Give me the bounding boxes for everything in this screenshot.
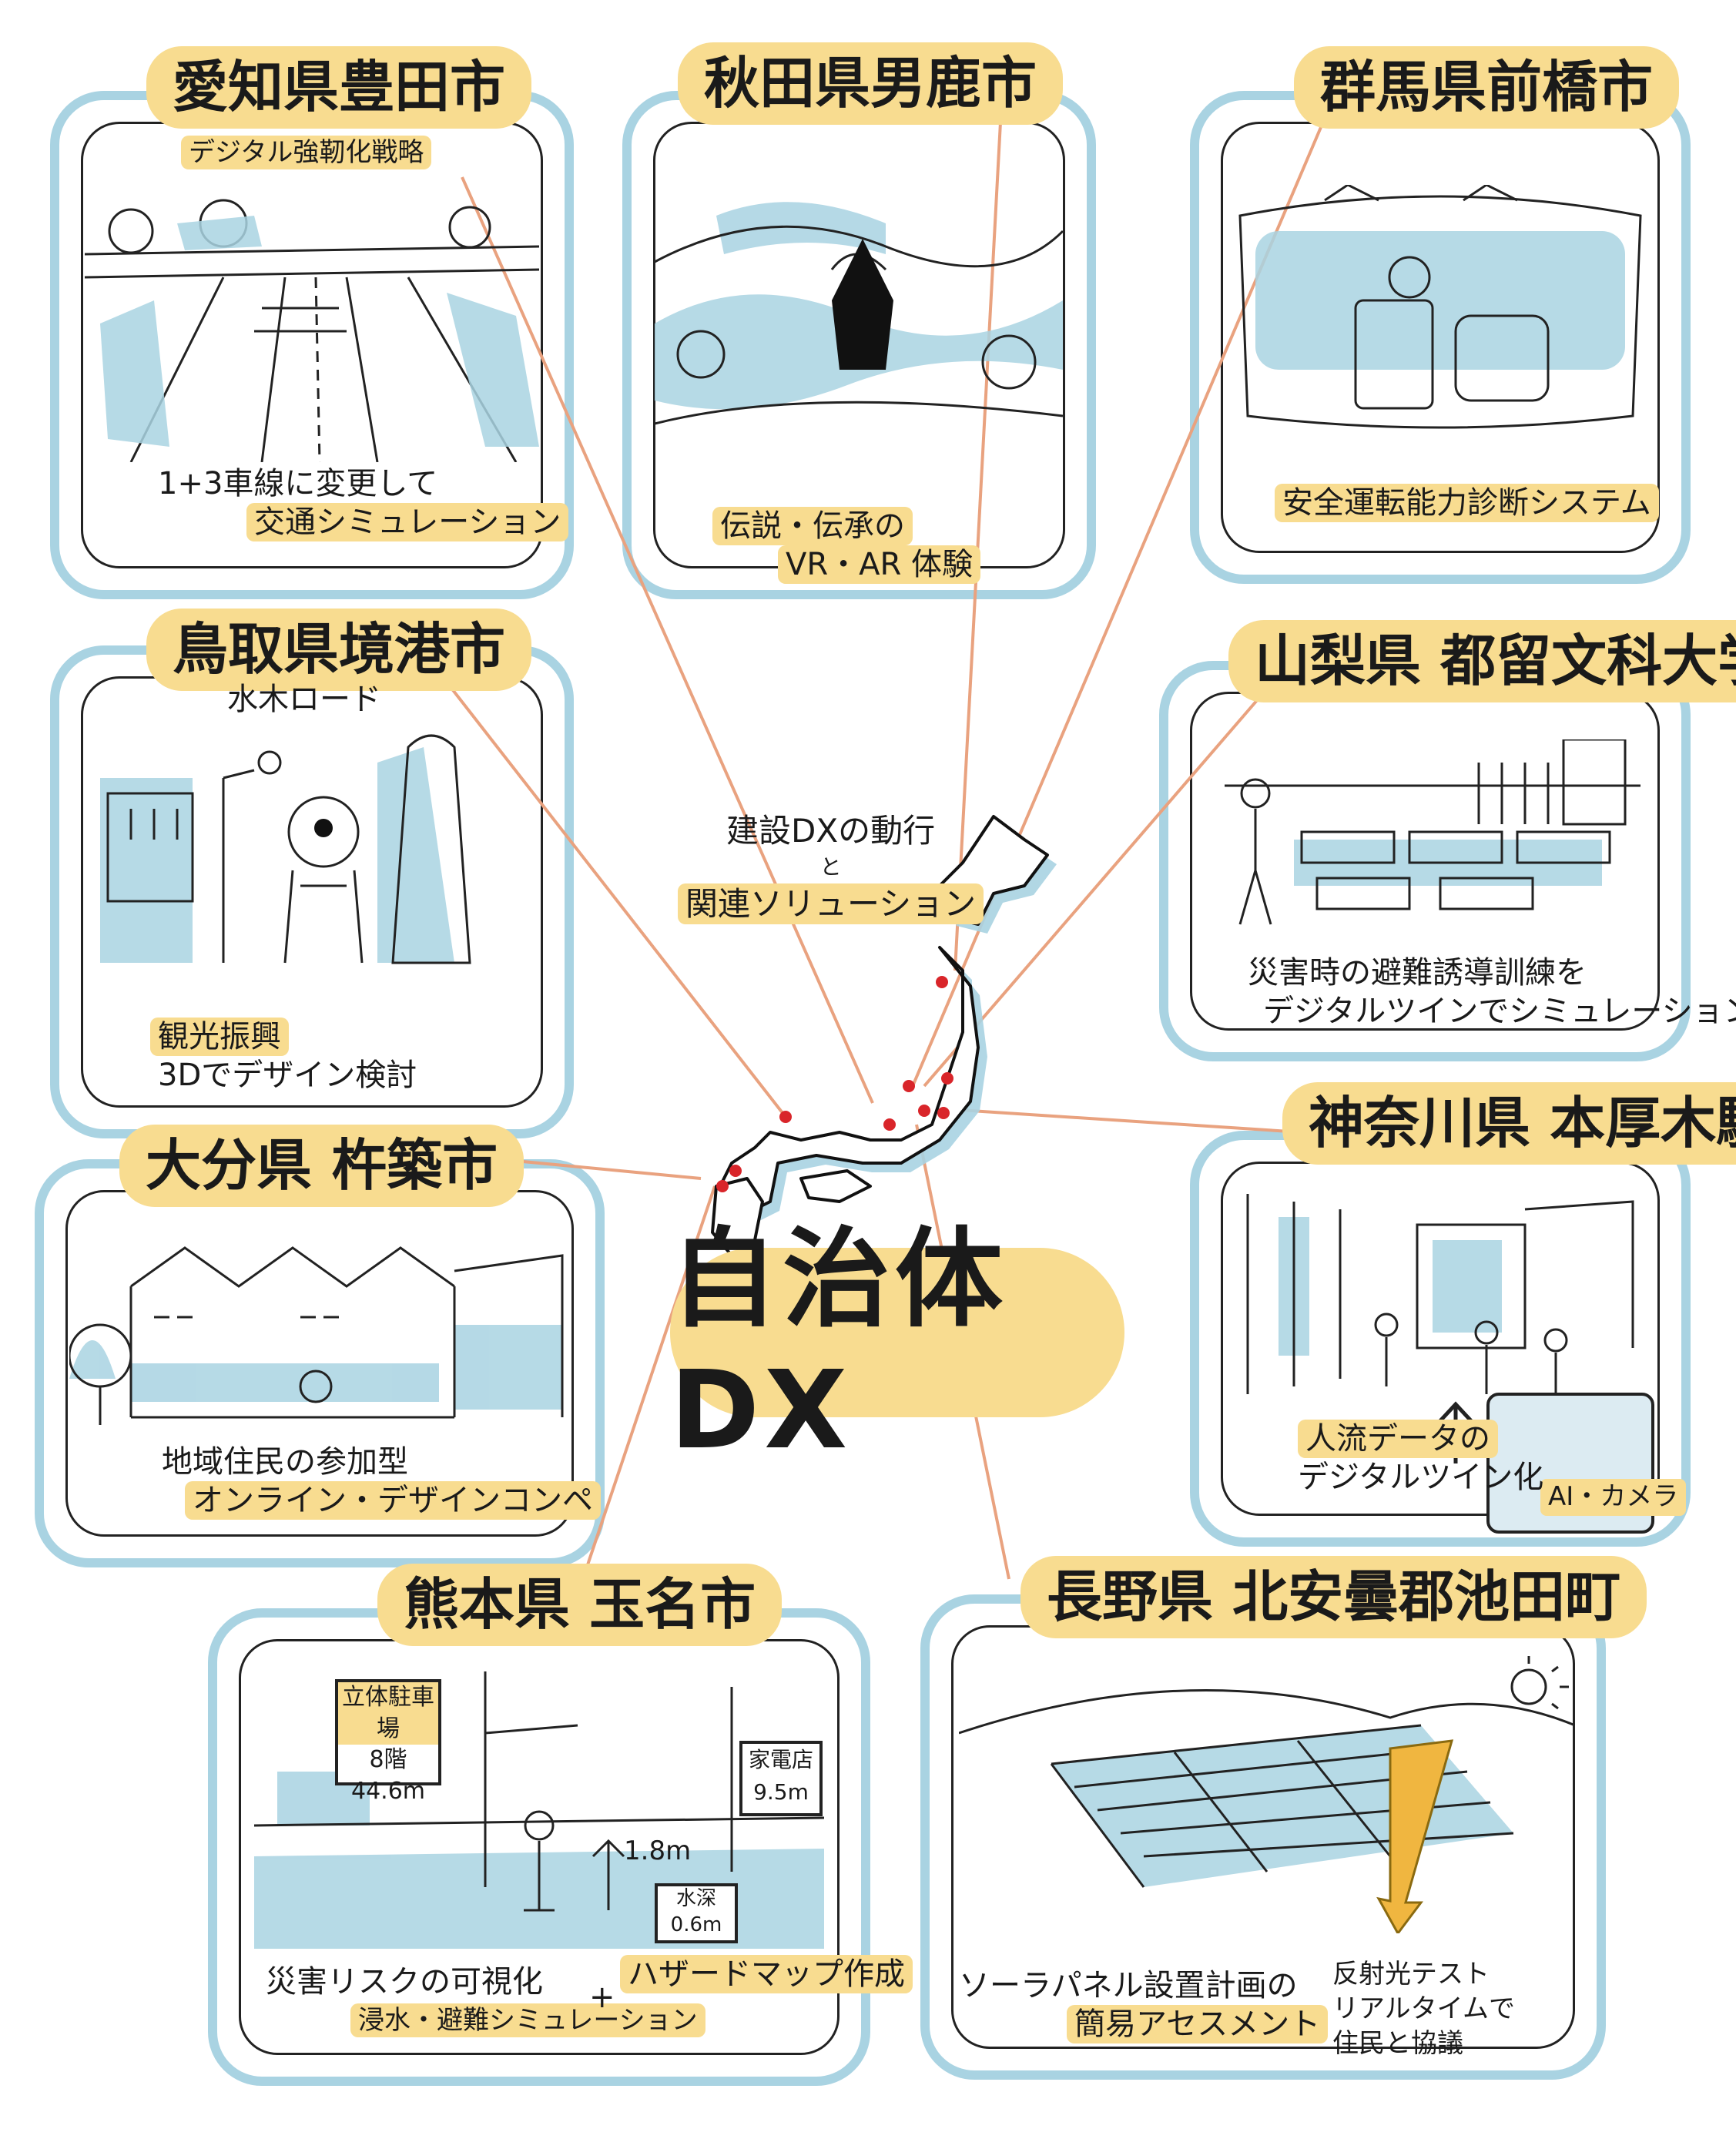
hub-line2: 関連ソリューション: [678, 883, 984, 925]
medama-oyaji-eye-icon: [314, 819, 333, 837]
caption-tamana-1: 災害リスクの可視化: [266, 1964, 543, 2000]
caption-tsuru-1: 災害時の避難誘導訓練を: [1248, 955, 1587, 991]
sign1-line3: 44.6m: [350, 1777, 426, 1805]
caption-sakaiminato-2: 3Dでデザイン検討: [158, 1058, 417, 1093]
marker-kanagawa: [937, 1107, 950, 1119]
panel-title-tsuru: 山梨県 都留文科大学: [1228, 620, 1736, 702]
center-title: 自治体DX: [670, 1217, 1124, 1473]
marker-toyota: [883, 1118, 896, 1131]
illustration-classroom-evacuation: [1225, 739, 1640, 925]
plus-sign: +: [589, 1980, 615, 2015]
illustration-kitsuki-building: [69, 1246, 564, 1425]
caption-ikeda-3: 反射光テスト: [1332, 1959, 1490, 1990]
caption-ikeda-2: 簡易アセスメント: [1067, 2005, 1329, 2043]
reflection-arrow-icon: [1376, 1739, 1454, 1933]
illustration-mizuki-road-statues: [100, 734, 471, 964]
marker-oga: [936, 976, 948, 988]
illustration-driving-simulator: [1238, 185, 1642, 429]
caption-toyota-1: 1+3車線に変更して: [158, 466, 438, 501]
panel-title-ikeda: 長野県 北安曇郡池田町: [1020, 1556, 1647, 1638]
caption-honatsugi-1: 人流データの: [1298, 1420, 1498, 1458]
panel-title-oga: 秋田県男鹿市: [678, 42, 1064, 125]
water-depth-label: 水深 0.6m: [655, 1883, 738, 1943]
panel-title-maebashi: 群馬県前橋市: [1294, 46, 1680, 129]
caption-ikeda-5: 住民と協議: [1332, 2028, 1463, 2059]
panel-title-kitsuki: 大分県 杵築市: [119, 1125, 524, 1207]
hub-caption: 建設DXの動行 と 関連ソリューション: [678, 805, 984, 930]
caption-ikeda-1: ソーラパネル設置計画の: [959, 1968, 1298, 2003]
hub-connector: と: [819, 854, 842, 880]
water-line1: 水深: [675, 1887, 716, 1910]
sign-parking-building: 立体駐車場 8階 44.6m: [335, 1679, 441, 1805]
caption-kitsuki-2: オンライン・デザインコンペ: [185, 1481, 601, 1520]
sign1-line1: 立体駐車場: [338, 1682, 438, 1745]
panel-title-tamana: 熊本県 玉名市: [377, 1564, 783, 1646]
sign2-line1: 家電店: [748, 1747, 813, 1772]
caption-oga-2: VR・AR 体験: [778, 545, 981, 584]
sign1-line2: 8階: [369, 1746, 407, 1773]
caption-tamana-2: 浸水・避難シミュレーション: [350, 2003, 705, 2037]
sign2-line2: 9.5m: [753, 1779, 809, 1805]
marker-oita: [729, 1165, 742, 1177]
water-line2: 0.6m: [670, 1913, 722, 1936]
illustration-station-crowd: [1246, 1194, 1634, 1402]
caption-tamana-3: ハザードマップ作成: [620, 1955, 913, 1993]
caption-oga-1: 伝説・伝承の: [712, 507, 913, 545]
caption-ikeda-4: リアルタイムで: [1332, 1993, 1515, 2024]
caption-maebashi-1: 安全運転能力診断システム: [1275, 484, 1659, 522]
subtitle-sakaiminato: 水木ロード: [227, 682, 381, 717]
shikoku-shape: [799, 1169, 872, 1203]
marker-nagano: [903, 1080, 915, 1092]
illustration-oga-landscape-namahage: [655, 202, 1063, 425]
marker-tottori: [779, 1111, 792, 1123]
panel-title-toyota: 愛知県豊田市: [146, 46, 532, 129]
illustration-road-intersection: [85, 199, 539, 462]
illustration-solar-panels: [959, 1656, 1575, 1933]
camera-label: AI・カメラ: [1540, 1479, 1687, 1516]
subtitle-toyota: デジタル強靭化戦略: [181, 136, 432, 169]
hub-line1: 建設DXの動行: [726, 812, 936, 850]
sign-electronics-store: 家電店 9.5m: [739, 1741, 823, 1816]
marker-yamanashi: [918, 1105, 930, 1117]
caption-kitsuki-1: 地域住民の参加型: [162, 1444, 408, 1480]
caption-toyota-2: 交通シミュレーション: [246, 503, 569, 541]
namahage-figure-icon: [832, 239, 893, 370]
caption-honatsugi-2: デジタルツイン化: [1298, 1460, 1544, 1495]
marker-maebashi: [941, 1072, 953, 1085]
caption-sakaiminato-1: 観光振興: [150, 1018, 289, 1056]
panel-title-honatsugi: 神奈川県 本厚木駅: [1282, 1082, 1736, 1165]
caption-tsuru-2: デジタルツインでシミュレーション: [1263, 994, 1736, 1029]
marker-kumamoto: [716, 1180, 729, 1192]
height-label: 1.8m: [624, 1836, 692, 1866]
